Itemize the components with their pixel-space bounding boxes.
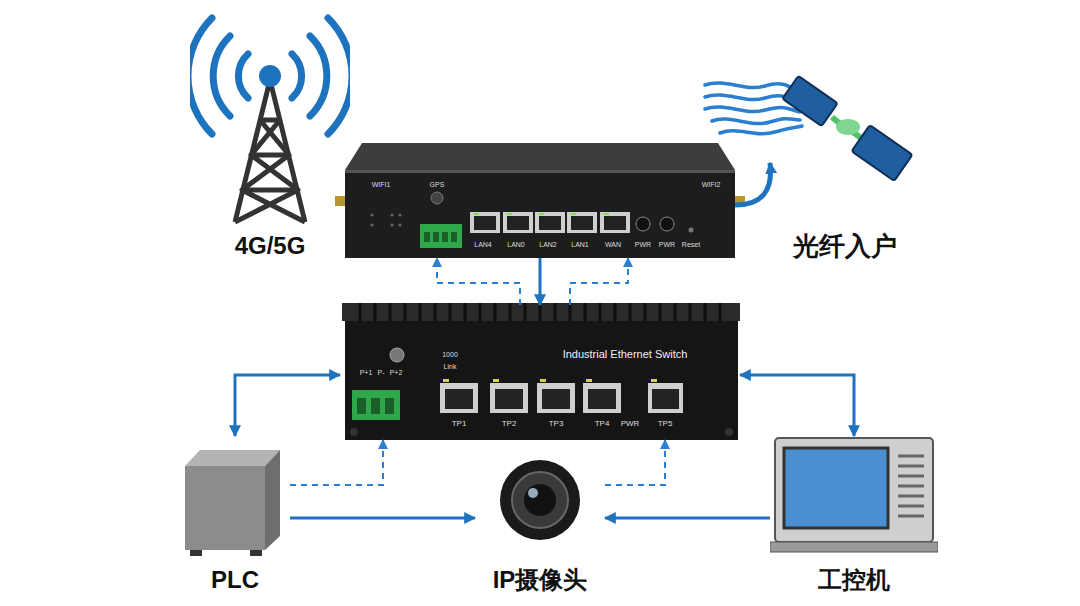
port-label: LAN4 [474, 241, 492, 249]
port-label: WAN [605, 241, 621, 249]
port-label: LAN0 [507, 241, 525, 249]
node-label: 4G/5G [235, 232, 306, 260]
port-label: Reset [682, 241, 700, 249]
tower-node: 4G/5G [190, 10, 350, 262]
port-label: LAN2 [539, 241, 557, 249]
dashed-connector [290, 440, 383, 485]
port-label: WIFI1 [372, 181, 391, 189]
port-label: P- [378, 369, 385, 377]
port-label: TP5 [658, 419, 673, 428]
arrow-connector [235, 375, 340, 436]
port-label: P+1 [360, 369, 373, 377]
tower-icon [190, 10, 350, 262]
port-label: 1000 [442, 351, 458, 359]
camera-node: IP摄像头 [475, 456, 605, 594]
arrow-connector [735, 163, 771, 205]
arrow-connector [290, 517, 475, 520]
fiber-node: 光纤入户 [770, 65, 930, 262]
port-label: P+2 [390, 369, 403, 377]
arrow-connector [539, 258, 542, 305]
port-label: Industrial Ethernet Switch [563, 348, 688, 361]
port-label: PWR [621, 419, 640, 428]
port-label: LAN1 [571, 241, 589, 249]
port-label: PWR [659, 241, 675, 249]
node-label: IP摄像头 [493, 566, 588, 594]
node-label: 工控机 [818, 566, 890, 594]
node-label: 光纤入户 [793, 232, 897, 262]
port-label: TP1 [452, 419, 467, 428]
plc-node: PLC [180, 436, 290, 594]
ipc-node: 工控机 [770, 436, 938, 594]
port-label: TP4 [595, 419, 610, 428]
port-label: TP2 [502, 419, 517, 428]
dashed-connector [437, 258, 520, 305]
node-label: PLC [211, 566, 259, 594]
port-label: Link [444, 363, 457, 371]
dashed-connector [570, 258, 628, 305]
port-label: TP3 [549, 419, 564, 428]
port-label: GPS [430, 181, 445, 189]
switch-node: Industrial Ethernet SwitchP+1 P- P+2 1000Li… [340, 305, 740, 440]
switch-device [342, 303, 740, 440]
router-device [335, 143, 745, 258]
arrow-connector [740, 375, 854, 436]
arrow-connector [605, 517, 770, 520]
port-label: WIFI2 [702, 181, 721, 189]
router-node: WIFI1 GPS LAN4 LAN0 LAN2 LAN1 WAN PWR PWR Reset WI… [345, 145, 735, 258]
dashed-connector [605, 440, 665, 485]
port-label: PWR [635, 241, 651, 249]
